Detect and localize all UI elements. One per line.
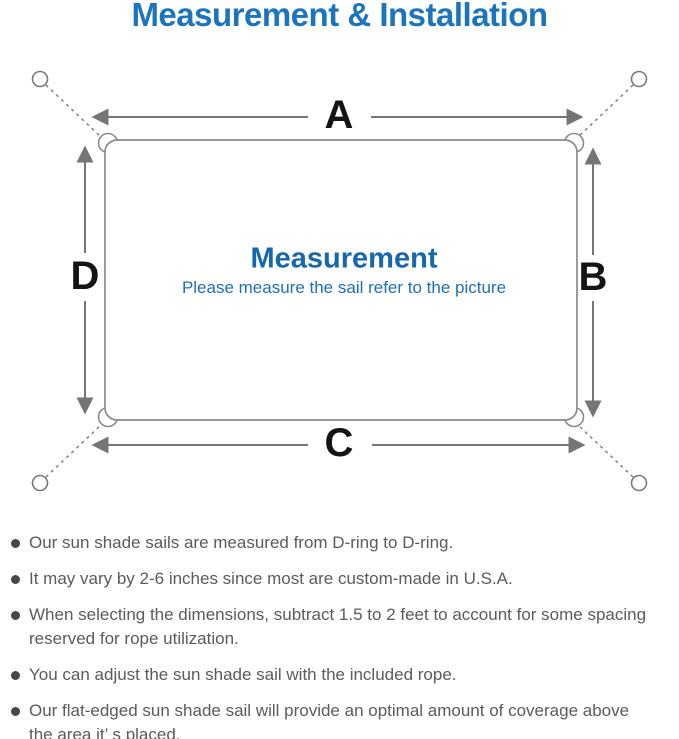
note-text: Our flat-edged sun shade sail will provi… — [29, 701, 630, 739]
bullet-icon — [11, 707, 20, 716]
rope-line-bottom-left — [45, 423, 103, 478]
note-item: You can adjust the sun shade sail with t… — [10, 663, 673, 687]
anchor-point-top-right-icon — [630, 70, 648, 88]
bullet-icon — [11, 539, 20, 548]
note-text: It may vary by 2-6 inches since most are… — [29, 569, 513, 588]
notes-list: Our sun shade sails are measured from D-… — [10, 531, 673, 739]
note-item: When selecting the dimensions, subtract … — [10, 603, 673, 651]
note-item: Our sun shade sails are measured from D-… — [10, 531, 673, 555]
dimension-label-a: A — [324, 93, 354, 137]
rope-line-bottom-right — [576, 423, 634, 478]
note-item: Our flat-edged sun shade sail will provi… — [10, 699, 673, 739]
anchor-point-bottom-left-icon — [31, 474, 49, 492]
page-title: Measurement & Installation — [131, 0, 548, 33]
diagram-center-title: Measurement — [250, 242, 438, 275]
anchor-point-bottom-right-icon — [630, 474, 648, 492]
rope-line-top-right — [576, 84, 634, 139]
note-text: When selecting the dimensions, subtract … — [29, 605, 647, 648]
measurement-diagram: A B C D Measurement Please measure the s… — [31, 70, 648, 492]
note-text: Our sun shade sails are measured from D-… — [29, 533, 454, 552]
anchor-point-top-left-icon — [31, 70, 49, 88]
bullet-icon — [11, 575, 20, 584]
sail-outline — [104, 139, 578, 421]
diagram-center-subtitle: Please measure the sail refer to the pic… — [181, 278, 507, 297]
dimension-label-c: C — [324, 421, 354, 465]
dimension-label-b: B — [578, 255, 608, 299]
rope-line-top-left — [45, 84, 103, 139]
note-text: You can adjust the sun shade sail with t… — [29, 665, 457, 684]
bullet-icon — [11, 671, 20, 680]
dimension-label-d: D — [70, 254, 100, 298]
bullet-icon — [11, 611, 20, 620]
diagram-canvas — [31, 70, 648, 492]
note-item: It may vary by 2-6 inches since most are… — [10, 567, 673, 591]
